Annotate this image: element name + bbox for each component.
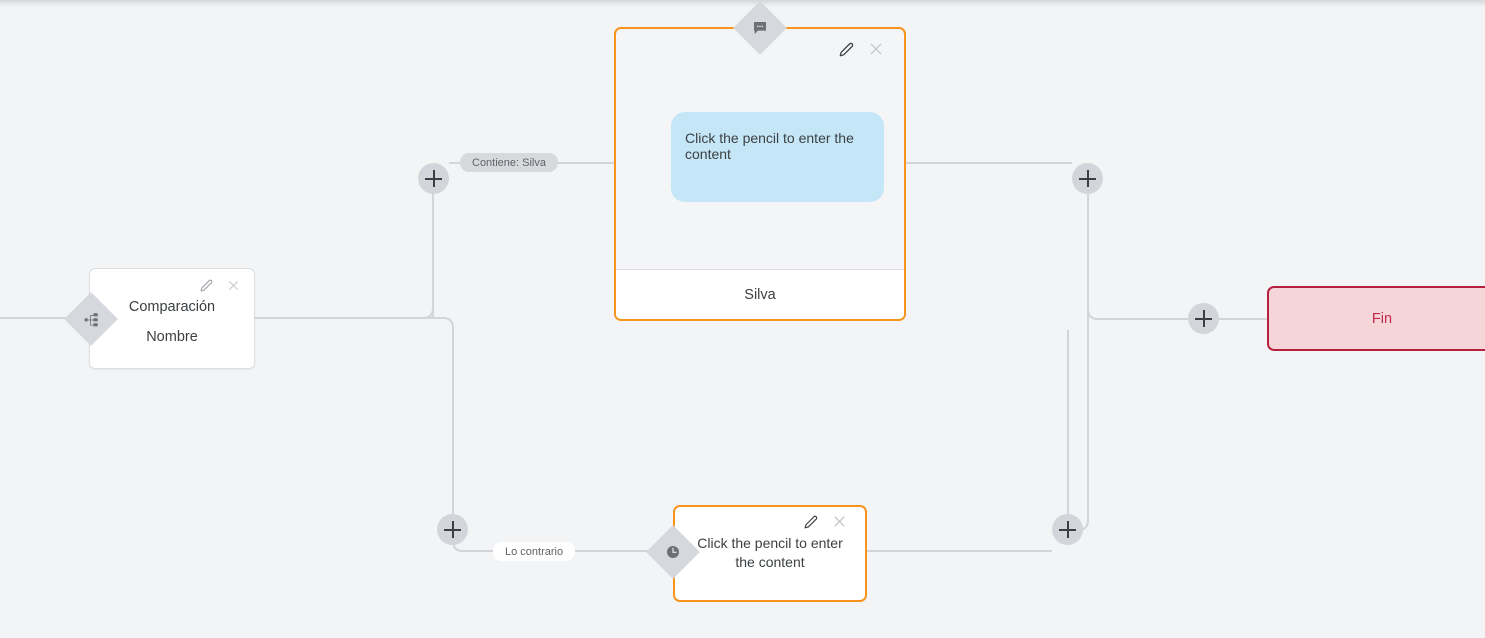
pencil-icon[interactable] bbox=[804, 515, 818, 529]
close-icon[interactable] bbox=[832, 514, 847, 529]
pencil-icon[interactable] bbox=[839, 42, 854, 57]
add-node-top-left-button[interactable] bbox=[418, 163, 449, 194]
top-shadow-strip bbox=[0, 0, 1485, 7]
node-message-main[interactable]: Click the pencil to enter the content Si… bbox=[614, 27, 906, 321]
edge-right-to-fin bbox=[1087, 179, 1188, 320]
pencil-icon[interactable] bbox=[200, 279, 213, 292]
comparison-title: Comparación bbox=[128, 299, 216, 315]
add-node-before-end-button[interactable] bbox=[1188, 303, 1219, 334]
message-main-actions[interactable] bbox=[839, 41, 884, 57]
message-bottom-actions[interactable] bbox=[804, 514, 847, 529]
node-message-bottom[interactable]: Click the pencil to enter the content bbox=[673, 505, 867, 602]
edge-comparison-out bbox=[255, 317, 454, 329]
edge-label-contiene[interactable]: Contiene: Silva bbox=[460, 153, 558, 172]
add-node-bottom-right-button[interactable] bbox=[1052, 514, 1083, 545]
node-end[interactable]: Fin bbox=[1267, 286, 1485, 351]
branch-icon bbox=[72, 300, 110, 338]
branch-handle[interactable] bbox=[64, 292, 118, 346]
message-main-footer: Silva bbox=[616, 269, 904, 319]
comparison-subtitle: Nombre bbox=[146, 329, 198, 345]
message-main-body: Click the pencil to enter the content bbox=[616, 29, 904, 269]
add-node-bottom-left-button[interactable] bbox=[437, 514, 468, 545]
message-handle-top[interactable] bbox=[733, 1, 787, 55]
message-bottom-text: Click the pencil to enter the content bbox=[697, 535, 843, 570]
message-bubble: Click the pencil to enter the content bbox=[671, 112, 884, 202]
comparison-node-actions[interactable] bbox=[200, 279, 240, 292]
edge-right-down bbox=[1077, 179, 1089, 531]
close-icon[interactable] bbox=[227, 279, 240, 292]
close-icon[interactable] bbox=[868, 41, 884, 57]
edge-label-lo-contrario[interactable]: Lo contrario bbox=[493, 542, 576, 561]
edge-branch-up-2 bbox=[255, 193, 434, 319]
delay-handle[interactable] bbox=[646, 525, 700, 579]
speech-bubble-icon bbox=[741, 9, 779, 47]
add-node-top-right-button[interactable] bbox=[1072, 163, 1103, 194]
clock-icon bbox=[654, 533, 692, 571]
